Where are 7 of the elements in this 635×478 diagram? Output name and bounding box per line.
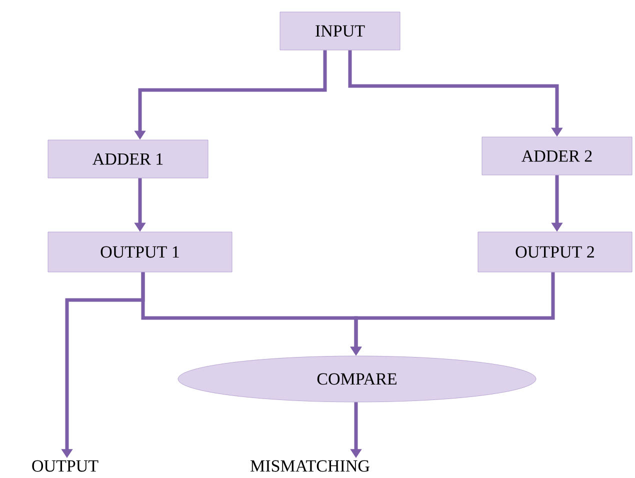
process-box: OUTPUT 1 — [48, 232, 232, 272]
process-box: OUTPUT 2 — [478, 232, 632, 272]
output-label: MISMATCHING — [250, 460, 370, 472]
process-box: ADDER 2 — [482, 136, 632, 176]
process-box: INPUT — [280, 12, 400, 50]
output-label: OUTPUT — [32, 460, 98, 472]
process-box: ADDER 1 — [48, 140, 208, 178]
